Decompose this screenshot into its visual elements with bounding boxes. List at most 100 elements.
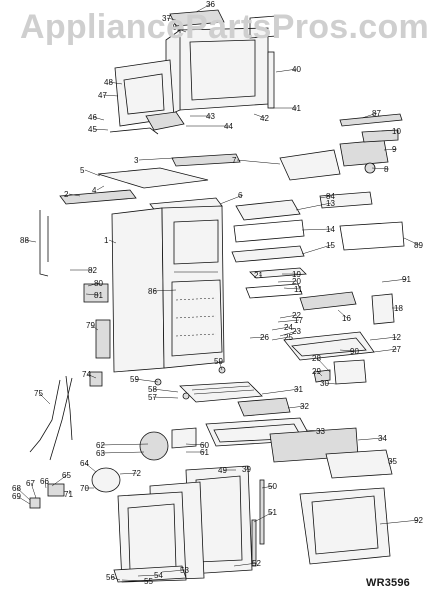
leader-line-36 — [195, 3, 212, 13]
callout-90: 90 — [350, 347, 359, 356]
leader-line-81 — [85, 293, 100, 296]
leader-line-14 — [301, 228, 332, 231]
leader-line-63 — [100, 451, 145, 454]
callout-75: 75 — [34, 389, 43, 398]
callout-6: 6 — [238, 191, 243, 200]
callout-52: 52 — [252, 559, 261, 568]
callout-numbers: 1234567891011121314151617181920212223242… — [12, 0, 423, 586]
leader-line-33 — [305, 429, 322, 432]
leader-line-59 — [218, 360, 223, 371]
leader-line-65 — [51, 474, 68, 487]
callout-67: 67 — [26, 479, 35, 488]
callout-48: 48 — [104, 78, 113, 87]
leader-line-3 — [138, 157, 175, 161]
leader-line-17 — [277, 319, 300, 323]
callout-28: 28 — [312, 354, 321, 363]
leader-line-21 — [258, 274, 263, 277]
leader-line-52 — [233, 562, 258, 567]
callout-33: 33 — [316, 427, 325, 436]
callout-79: 79 — [86, 321, 95, 330]
callout-59: 59 — [130, 375, 139, 384]
callout-16: 16 — [342, 314, 351, 323]
leader-line-37 — [166, 17, 177, 21]
callout-10: 10 — [392, 127, 401, 136]
leader-line-75 — [38, 392, 51, 405]
evaporator-trays — [231, 113, 405, 263]
leader-line-57 — [152, 396, 179, 399]
leader-line-10 — [396, 130, 399, 135]
callout-88: 88 — [20, 236, 29, 245]
callout-81: 81 — [94, 291, 103, 300]
callout-17: 17 — [294, 316, 303, 325]
callout-36: 36 — [206, 0, 215, 9]
callout-56: 56 — [106, 573, 115, 582]
leader-line-15 — [301, 244, 332, 255]
callout-25: 25 — [284, 333, 293, 342]
callout-14: 14 — [326, 225, 335, 234]
callout-41: 41 — [292, 104, 301, 113]
callout-59: 59 — [214, 357, 223, 366]
leader-line-1 — [108, 239, 117, 244]
callout-38: 38 — [168, 23, 177, 32]
leader-line-50 — [261, 485, 274, 489]
callout-72: 72 — [132, 469, 141, 478]
callout-37: 37 — [162, 14, 171, 23]
callout-20: 20 — [292, 277, 301, 286]
leader-line-79 — [90, 324, 99, 331]
leader-line-23 — [279, 330, 298, 337]
callout-30: 30 — [320, 379, 329, 388]
callout-82: 82 — [88, 266, 97, 275]
leader-line-24 — [271, 326, 290, 331]
crisper-racks — [179, 381, 291, 417]
callout-63: 63 — [96, 449, 105, 458]
leader-line-6 — [219, 194, 244, 205]
callout-58: 58 — [148, 385, 157, 394]
callout-51: 51 — [268, 508, 277, 517]
callout-35: 35 — [388, 457, 397, 466]
leader-line-8 — [371, 167, 390, 170]
leader-line-66 — [44, 480, 47, 489]
callout-92: 92 — [414, 516, 423, 525]
callout-9: 9 — [392, 145, 397, 154]
callout-66: 66 — [40, 477, 49, 486]
leader-line-11 — [283, 287, 300, 290]
callout-46: 46 — [88, 113, 97, 122]
leader-line-62 — [100, 443, 149, 446]
callout-64: 64 — [80, 459, 89, 468]
callout-43: 43 — [206, 112, 215, 121]
callout-2: 2 — [64, 190, 69, 199]
leader-line-2 — [68, 193, 81, 197]
leader-lines — [16, 3, 420, 582]
leader-line-74 — [86, 373, 97, 379]
leader-line-31 — [261, 388, 300, 395]
callout-26: 26 — [260, 333, 269, 342]
leader-line-60 — [185, 443, 206, 446]
callout-53: 53 — [180, 566, 189, 575]
leader-line-48 — [108, 81, 123, 85]
callout-44: 44 — [224, 122, 233, 131]
leader-line-39 — [245, 468, 248, 471]
callout-60: 60 — [200, 441, 209, 450]
callout-55: 55 — [144, 577, 153, 586]
leader-line-20 — [277, 280, 298, 283]
leader-line-68 — [16, 487, 31, 501]
callout-18: 18 — [394, 304, 403, 313]
callout-15: 15 — [326, 241, 335, 250]
callout-13: 13 — [326, 199, 335, 208]
callout-49: 49 — [218, 466, 227, 475]
leader-line-25 — [271, 336, 290, 341]
leader-line-84 — [319, 195, 332, 199]
callout-42: 42 — [260, 114, 269, 123]
callout-7: 7 — [232, 156, 237, 165]
leader-line-47 — [102, 94, 119, 97]
callout-80: 80 — [94, 279, 103, 288]
callout-39: 39 — [242, 465, 251, 474]
leader-line-46 — [92, 116, 105, 121]
callout-68: 68 — [12, 484, 21, 493]
callout-86: 86 — [148, 287, 157, 296]
leader-line-5 — [84, 169, 101, 177]
leader-line-69 — [16, 495, 31, 505]
leader-line-80 — [87, 282, 100, 287]
leader-line-32 — [287, 405, 306, 409]
callout-27: 27 — [392, 345, 401, 354]
